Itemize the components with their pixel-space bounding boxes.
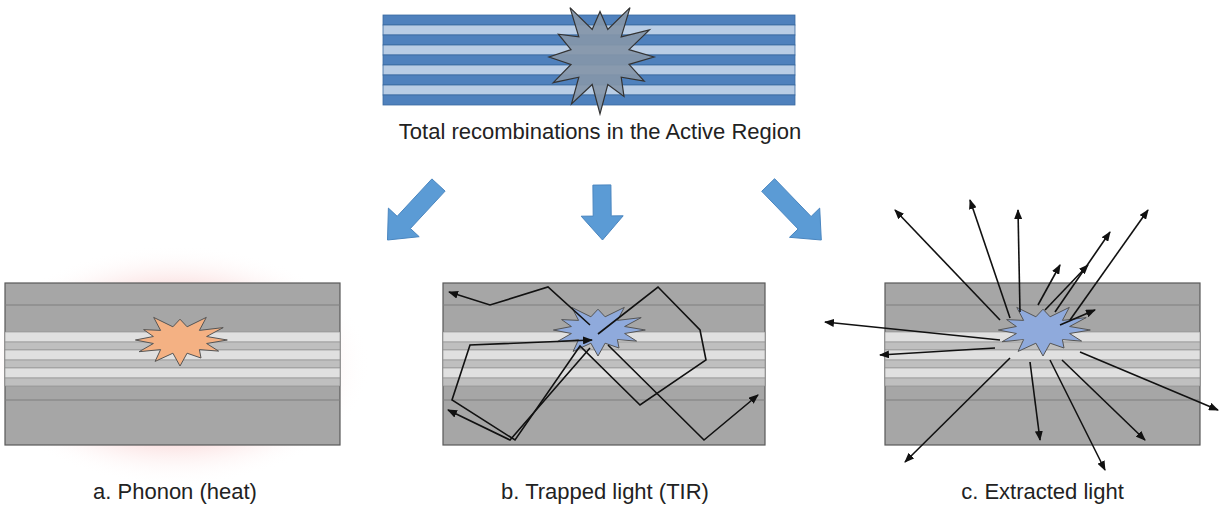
layer-edge	[443, 400, 765, 401]
extracted-ray	[1080, 352, 1218, 410]
stack-layer	[383, 95, 795, 105]
layer-edge	[885, 400, 1200, 401]
extracted-ray	[1050, 360, 1105, 470]
emission-burst	[553, 307, 645, 356]
recombination-burst	[549, 8, 654, 114]
extracted-ray	[1030, 362, 1040, 440]
extracted-ray	[895, 210, 1000, 320]
emission-burst	[998, 307, 1090, 356]
caption-text: Total recombinations in the Active Regio…	[300, 119, 900, 145]
tir-ray	[608, 345, 758, 440]
stack-layer	[383, 15, 795, 25]
block-arrow	[581, 185, 623, 240]
extracted-ray	[1018, 210, 1020, 312]
led-panels	[5, 283, 1200, 445]
heat-glow	[0, 245, 370, 485]
outcome-panel: b. Trapped light (TIR)	[440, 282, 770, 505]
quantum-well	[5, 368, 340, 378]
extracted-ray	[1055, 232, 1110, 312]
outcome-panel: a. Phonon (heat)	[0, 282, 350, 505]
layer-edge	[5, 305, 340, 306]
block-arrow	[388, 179, 446, 240]
extracted-ray	[970, 200, 1010, 318]
extracted-ray	[1038, 265, 1060, 305]
extracted-ray	[905, 358, 1010, 462]
light-rays	[448, 200, 1218, 470]
extracted-ray	[1062, 360, 1145, 440]
extracted-ray	[1060, 310, 1095, 325]
tir-ray	[448, 348, 590, 440]
layer-edge	[885, 305, 1200, 306]
caption-text: a. Phonon (heat)	[0, 479, 350, 505]
emission-burst	[135, 317, 227, 366]
quantum-well	[443, 378, 765, 386]
extracted-ray	[825, 322, 1000, 340]
tir-ray	[449, 287, 590, 325]
quantum-well	[5, 360, 340, 368]
quantum-well	[5, 378, 340, 386]
chip-body	[885, 283, 1200, 445]
caption-text: c. Extracted light	[880, 479, 1205, 505]
extracted-ray	[880, 348, 995, 355]
layer-edge	[5, 400, 340, 401]
caption-text: b. Trapped light (TIR)	[440, 479, 770, 505]
extracted-ray	[1070, 210, 1148, 320]
quantum-well	[885, 368, 1200, 378]
quantum-well	[443, 350, 765, 360]
chip-body	[5, 283, 340, 445]
active-region-stack	[383, 8, 795, 114]
block-arrow	[762, 179, 822, 240]
tir-ray	[452, 287, 706, 440]
quantum-well	[443, 360, 765, 368]
chip-body	[443, 283, 765, 445]
outcome-panel: c. Extracted light	[880, 282, 1205, 505]
quantum-well	[885, 360, 1200, 368]
source-region: Total recombinations in the Active Regio…	[300, 0, 900, 145]
